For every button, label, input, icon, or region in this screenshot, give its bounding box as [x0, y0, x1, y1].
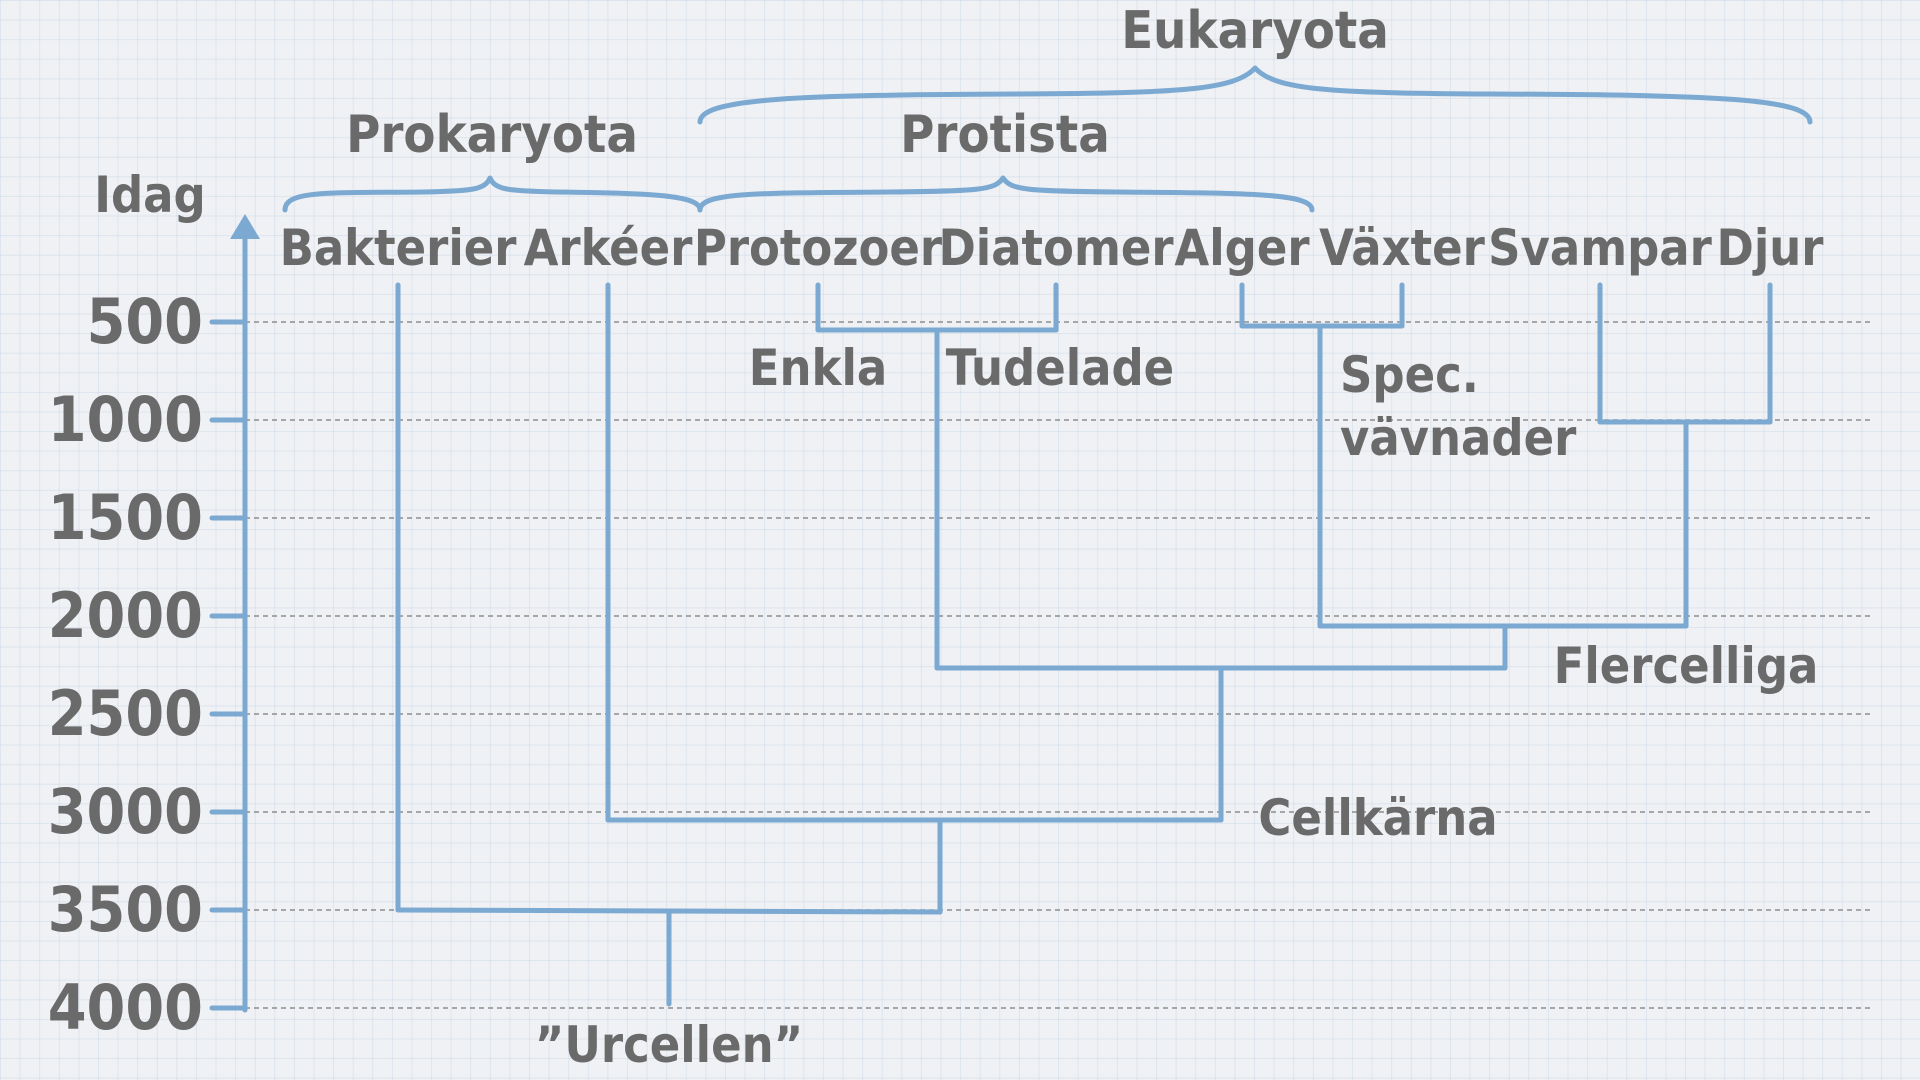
taxon-label-vaxter: Växter [1319, 219, 1485, 277]
group-label-eukaryota: Eukaryota [1121, 1, 1389, 61]
group-label-prokaryota: Prokaryota [346, 105, 638, 165]
tree-branches [395, 282, 1773, 1007]
taxon-label-protozoer: Protozoer [694, 219, 943, 277]
tick-label-2500: 2500 [48, 677, 203, 750]
tick-label-1500: 1500 [48, 481, 203, 554]
node-label-urcellen: ”Urcellen” [535, 1016, 803, 1074]
tick-label-3000: 3000 [48, 775, 203, 848]
taxon-label-arkeer: Arkéer [524, 219, 694, 277]
brace-prokaryota [282, 175, 703, 213]
taxon-label-svampar: Svampar [1488, 219, 1712, 277]
node-label-spec-line2: vävnader [1340, 409, 1577, 467]
axis-top-label: Idag [94, 166, 205, 224]
node-label-cellkarna: Cellkärna [1258, 789, 1497, 847]
time-axis: Idag 500 1000 1500 2000 2500 3000 3500 4… [48, 166, 260, 1044]
taxon-label-diatomer: Diatomer [938, 219, 1174, 277]
taxon-label-bakterier: Bakterier [280, 219, 518, 277]
tick-label-3500: 3500 [48, 873, 203, 946]
tick-label-500: 500 [87, 285, 203, 358]
tick-label-2000: 2000 [48, 579, 203, 652]
taxon-label-alger: Alger [1174, 219, 1310, 277]
tick-label-4000: 4000 [48, 971, 203, 1044]
group-label-protista: Protista [900, 105, 1110, 165]
axis-arrow-icon [230, 214, 260, 239]
group-braces [282, 65, 1813, 213]
node-label-flercelliga: Flercelliga [1554, 637, 1819, 695]
brace-eukaryota [697, 65, 1813, 125]
taxon-label-djur: Djur [1717, 219, 1825, 277]
node-label-enkla: Enkla [749, 339, 887, 397]
node-label-tudelade: Tudelade [946, 339, 1174, 397]
tick-label-1000: 1000 [48, 383, 203, 456]
brace-protista [697, 175, 1315, 213]
node-label-spec-line1: Spec. [1340, 346, 1479, 404]
